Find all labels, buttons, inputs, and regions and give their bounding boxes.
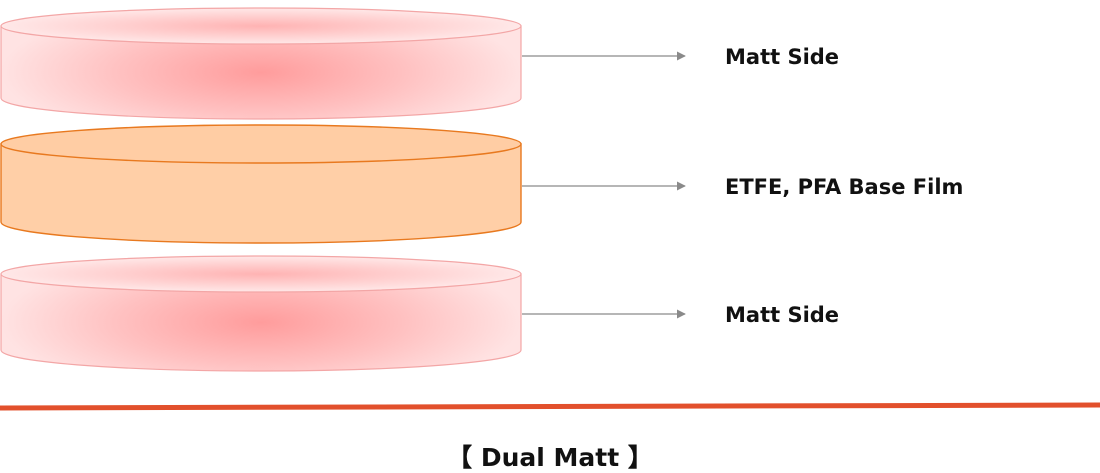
layer-bottom-matt-top-face: [0, 255, 522, 293]
layer-top-matt-label: Matt Side: [725, 45, 839, 69]
layer-bottom-matt-label: Matt Side: [725, 303, 839, 327]
layer-base-film-body: [0, 143, 522, 244]
layer-base-film-label: ETFE, PFA Base Film: [725, 175, 963, 199]
layer-top-matt: Matt Side: [0, 7, 839, 120]
layer-bottom-matt: Matt Side: [0, 255, 839, 372]
layer-bottom-matt-body: [0, 273, 522, 372]
layer-top-matt-top-face: [0, 7, 522, 45]
diagram-caption: 【 Dual Matt 】: [447, 443, 653, 472]
layer-base-film-top-face: [0, 124, 522, 164]
layer-top-matt-body: [0, 25, 522, 120]
layer-base-film: ETFE, PFA Base Film: [0, 124, 963, 244]
divider-line: [0, 402, 1100, 411]
